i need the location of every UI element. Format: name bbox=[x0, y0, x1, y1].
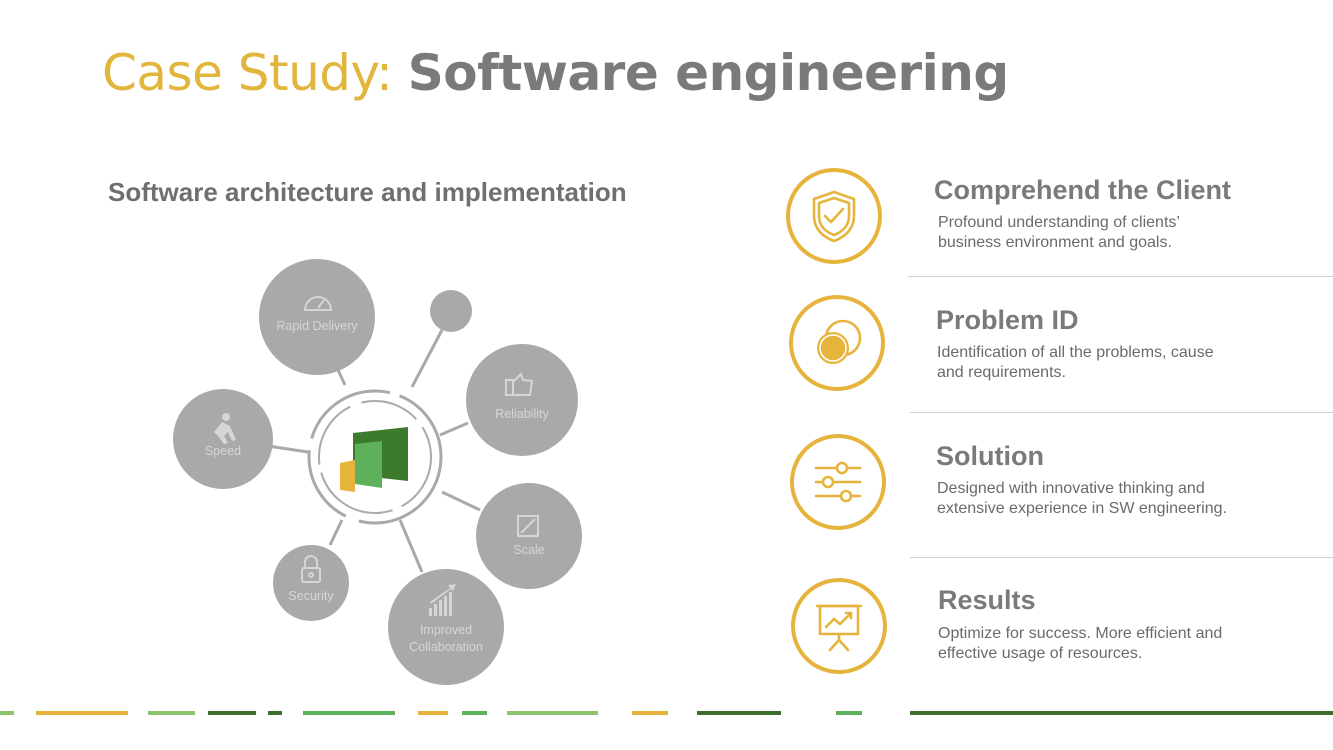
node-label-improved: Improved bbox=[420, 623, 472, 637]
node-label-security: Security bbox=[288, 589, 334, 603]
diagram-node-scale: Scale bbox=[476, 483, 582, 589]
diagram-spokes bbox=[267, 329, 481, 573]
title-main: Software engineering bbox=[407, 44, 1009, 102]
architecture-diagram: Rapid Delivery Reliability Speed Scale bbox=[173, 259, 582, 685]
bar-segment bbox=[462, 711, 487, 715]
feature-icon-solution bbox=[790, 434, 886, 530]
bottom-decorative-bar bbox=[0, 711, 1333, 716]
bar-segment bbox=[36, 711, 128, 715]
node-label-collaboration: Collaboration bbox=[409, 640, 483, 654]
bar-segment bbox=[148, 711, 195, 715]
diagram-node-speed: Speed bbox=[173, 389, 273, 489]
growth-chart-icon bbox=[429, 584, 456, 616]
title-prefix: Case Study: bbox=[102, 44, 393, 102]
shield-check-icon bbox=[812, 190, 856, 243]
sliders-icon bbox=[814, 461, 862, 503]
feature-divider bbox=[908, 276, 1333, 277]
bar-segment bbox=[268, 711, 282, 715]
bar-segment bbox=[208, 711, 256, 715]
padlock-icon bbox=[301, 555, 321, 583]
bar-segment bbox=[418, 711, 448, 715]
running-person-icon bbox=[214, 413, 236, 444]
diagram-node-small bbox=[430, 290, 472, 332]
overlapping-circles-icon bbox=[815, 319, 862, 366]
feature-desc-results: Optimize for success. More efficient and… bbox=[938, 625, 1223, 662]
feature-desc-solution: Designed with innovative thinking and ex… bbox=[937, 480, 1227, 517]
feature-title-problem-id: Problem ID bbox=[936, 305, 1079, 335]
feature-icon-problem-id bbox=[789, 295, 885, 391]
bar-segment bbox=[910, 711, 1333, 715]
node-label-speed: Speed bbox=[205, 444, 241, 458]
company-logo-icon bbox=[340, 427, 408, 492]
node-label-reliability: Reliability bbox=[495, 407, 549, 421]
bar-segment bbox=[632, 711, 668, 715]
feature-title-results: Results bbox=[938, 585, 1036, 615]
presentation-board-icon bbox=[815, 604, 863, 652]
feature-title-comprehend: Comprehend the Client bbox=[934, 175, 1232, 205]
feature-desc-comprehend: Profound understanding of clients’ busin… bbox=[938, 214, 1180, 251]
resize-icon bbox=[517, 515, 539, 537]
bar-segment bbox=[507, 711, 598, 715]
feature-desc-problem-id: Identification of all the problems, caus… bbox=[937, 344, 1214, 381]
thumbs-up-star-icon bbox=[505, 372, 534, 396]
page-title: Case Study: Software engineering bbox=[102, 44, 1009, 102]
feature-icon-results bbox=[791, 578, 887, 674]
diagram-node-rapid-delivery: Rapid Delivery bbox=[259, 259, 375, 375]
feature-title-solution: Solution bbox=[936, 441, 1044, 471]
bar-segment bbox=[303, 711, 395, 715]
section-subtitle: Software architecture and implementation bbox=[108, 177, 627, 207]
node-label-scale: Scale bbox=[513, 543, 544, 557]
hub-rings bbox=[307, 389, 443, 525]
feature-divider bbox=[910, 412, 1333, 413]
bar-segment bbox=[836, 711, 862, 715]
feature-divider bbox=[910, 557, 1333, 558]
diagram-node-improved-collaboration: Improved Collaboration bbox=[388, 569, 504, 685]
speedometer-icon bbox=[303, 296, 333, 311]
bar-segment bbox=[0, 711, 14, 715]
diagram-node-security: Security bbox=[273, 545, 349, 621]
node-label-rapid-delivery: Rapid Delivery bbox=[276, 319, 358, 333]
feature-icon-comprehend bbox=[786, 168, 882, 264]
bar-segment bbox=[697, 711, 781, 715]
diagram-node-reliability: Reliability bbox=[466, 344, 578, 456]
